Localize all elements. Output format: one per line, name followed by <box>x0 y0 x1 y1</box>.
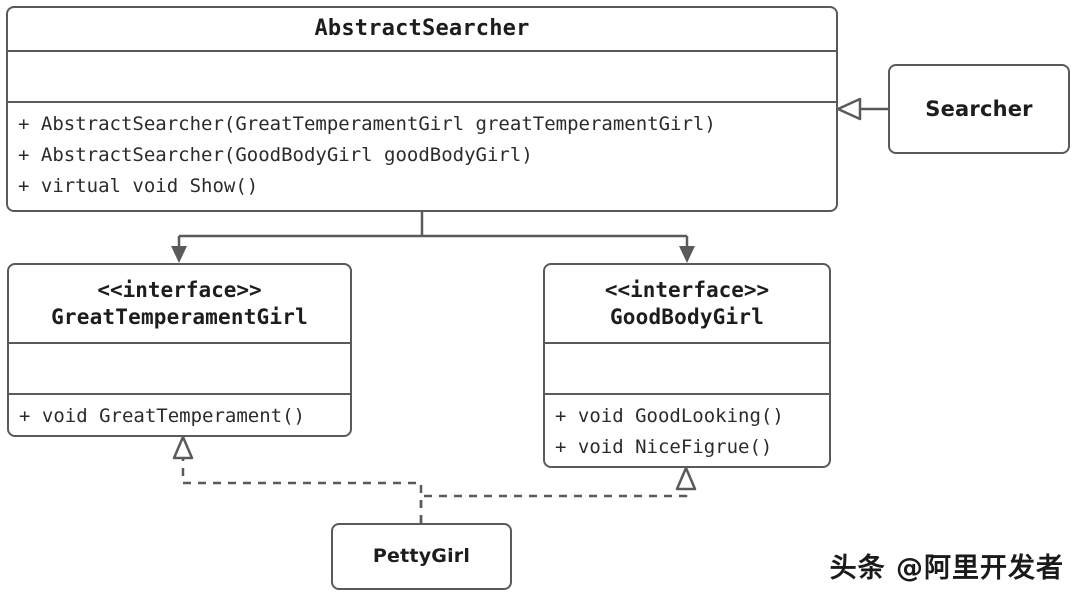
connector-petty-girl-to-good-body-girl <box>419 466 697 523</box>
interface-attributes-section <box>9 342 350 393</box>
class-attributes-section <box>8 50 836 101</box>
watermark-label: 头条 @阿里开发者 <box>829 553 1064 584</box>
class-title-section: AbstractSearcher <box>8 8 836 50</box>
method-line: + void NiceFigrue() <box>555 436 773 458</box>
class-box-abstract-searcher[interactable]: AbstractSearcher + AbstractSearcher(Grea… <box>6 6 838 212</box>
class-name-label: AbstractSearcher <box>314 16 530 42</box>
interface-name-label: GoodBodyGirl <box>609 304 765 329</box>
stereotype-label: <<interface>> <box>604 278 770 303</box>
method-line: + virtual void Show() <box>18 175 259 197</box>
method-line: + void GreatTemperament() <box>19 405 305 427</box>
interface-title-section: <<interface>> GreatTemperamentGirl <box>9 265 350 342</box>
class-name-label: PettyGirl <box>372 544 471 567</box>
class-box-petty-girl[interactable]: PettyGirl <box>331 523 512 590</box>
interface-methods-section: + void GoodLooking() + void NiceFigrue() <box>545 393 829 466</box>
open-arrowhead-icon <box>171 246 187 263</box>
class-name-label: Searcher <box>925 96 1033 121</box>
method-line: + AbstractSearcher(GreatTemperamentGirl … <box>18 113 716 135</box>
interface-name-label: GreatTemperamentGirl <box>51 304 308 329</box>
interface-methods-section: + void GreatTemperament() <box>9 393 350 435</box>
interface-title-section: <<interface>> GoodBodyGirl <box>545 265 829 342</box>
stereotype-label: <<interface>> <box>97 278 262 303</box>
connector-searcher-to-abstract-searcher <box>836 97 888 121</box>
hollow-triangle-arrowhead-icon <box>675 466 697 491</box>
hollow-triangle-arrowhead-icon <box>836 97 862 121</box>
connector-petty-girl-to-great-temperament-girl <box>172 435 423 523</box>
class-methods-section: + AbstractSearcher(GreatTemperamentGirl … <box>8 101 836 208</box>
class-box-searcher[interactable]: Searcher <box>888 64 1070 154</box>
hollow-triangle-arrowhead-icon <box>172 435 194 460</box>
interface-attributes-section <box>545 342 829 393</box>
method-line: + void GoodLooking() <box>555 405 784 427</box>
method-line: + AbstractSearcher(GoodBodyGirl goodBody… <box>18 144 533 166</box>
open-arrowhead-icon <box>679 246 695 263</box>
connector-abstract-searcher-to-interfaces <box>171 212 695 263</box>
interface-box-good-body-girl[interactable]: <<interface>> GoodBodyGirl + void GoodLo… <box>543 263 831 468</box>
interface-box-great-temperament-girl[interactable]: <<interface>> GreatTemperamentGirl + voi… <box>7 263 352 437</box>
